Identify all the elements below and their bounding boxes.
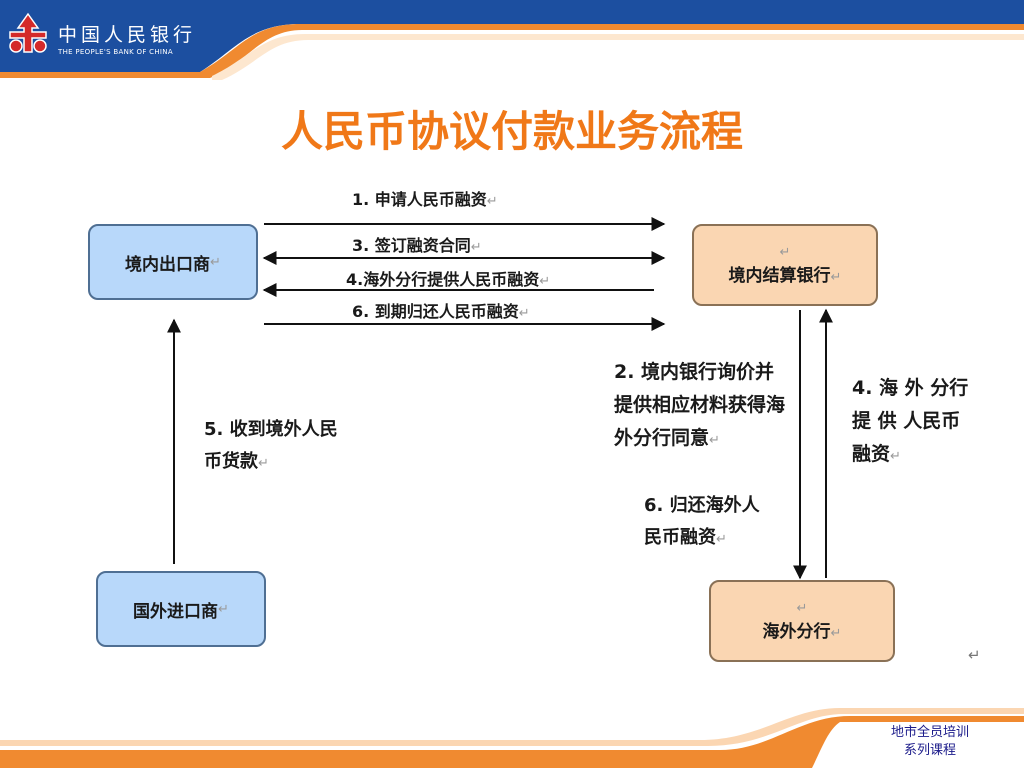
label-step4b: 4. 海 外 分行 提 供 人民币融资↵ (852, 372, 976, 473)
label-step1: 1. 申请人民币融资↵ (352, 186, 498, 210)
return-mark: ↵ (890, 449, 901, 464)
return-mark: ↵ (716, 532, 727, 547)
return-mark: ↵ (539, 274, 551, 289)
slide-title: 人民币协议付款业务流程 (280, 107, 743, 156)
label-step3: 3. 签订融资合同↵ (352, 232, 482, 256)
return-mark: ↵ (218, 601, 229, 617)
label-step4a-text: 4.海外分行提供人民币融资 (346, 270, 540, 289)
return-mark: ↵ (210, 254, 221, 270)
label-step6a-text: 6. 到期归还人民币融资 (352, 302, 519, 321)
label-step2: 2. 境内银行询价并提供相应材料获得海外分行同意↵ (614, 356, 786, 457)
label-step4a: 4.海外分行提供人民币融资↵ (346, 266, 550, 290)
label-step1-text: 1. 申请人民币融资 (352, 190, 487, 209)
header-banner (0, 0, 1024, 80)
header-white-swoosh (212, 34, 1024, 80)
footer-banner (0, 708, 1024, 768)
node-domestic-bank-label: 境内结算银行 (728, 265, 831, 286)
header-orange-swoosh (0, 24, 1024, 78)
footer-caption: 地市全员培训 系列课程 (870, 724, 990, 760)
node-domestic-exporter-label: 境内出口商 (125, 254, 211, 275)
pboc-emblem-icon (4, 10, 52, 58)
header-blue-band (0, 0, 1024, 72)
return-mark: ↵ (258, 456, 269, 471)
footer-white-panel (812, 722, 1024, 768)
return-mark: ↵ (779, 244, 791, 260)
return-mark: ↵ (486, 194, 498, 209)
return-mark: ↵ (830, 269, 842, 285)
node-foreign-importer-label: 国外进口商 (133, 601, 219, 622)
label-step3-text: 3. 签订融资合同 (352, 236, 471, 255)
node-overseas-branch-label: 海外分行 (762, 621, 831, 642)
node-foreign-importer: 国外进口商↵ (96, 571, 266, 647)
pboc-logo: 中国人民银行 THE PEOPLE'S BANK OF CHINA (2, 8, 212, 66)
label-step5-text: 5. 收到境外人民币货款 (204, 419, 338, 472)
label-step6b-text: 6. 归还海外人民币融资 (644, 495, 760, 548)
return-mark: ↵ (470, 240, 482, 255)
footer-orange-band (0, 716, 1024, 768)
node-overseas-branch: ↵ 海外分行↵ (709, 580, 895, 662)
label-step2-text: 2. 境内银行询价并提供相应材料获得海外分行同意 (614, 361, 786, 449)
label-step6a: 6. 到期归还人民币融资↵ (352, 298, 530, 322)
label-step6b: 6. 归还海外人民币融资↵ (644, 490, 774, 556)
label-step5: 5. 收到境外人民币货款↵ (204, 414, 338, 480)
node-domestic-bank: ↵ 境内结算银行↵ (692, 224, 878, 306)
logo-chinese-name: 中国人民银行 (58, 24, 197, 46)
return-mark: ↵ (709, 433, 720, 448)
footer-line1: 地市全员培训 (890, 725, 969, 740)
return-mark: ↵ (830, 625, 842, 641)
return-mark: ↵ (968, 646, 981, 664)
footer-light-swoosh (0, 708, 1024, 746)
label-step4b-text: 4. 海 外 分行 提 供 人民币融资 (852, 377, 969, 465)
return-mark: ↵ (518, 306, 530, 321)
return-mark: ↵ (796, 600, 808, 616)
node-domestic-exporter: 境内出口商↵ (88, 224, 258, 300)
footer-line2: 系列课程 (903, 743, 956, 758)
logo-english-name: THE PEOPLE'S BANK OF CHINA (58, 48, 173, 56)
